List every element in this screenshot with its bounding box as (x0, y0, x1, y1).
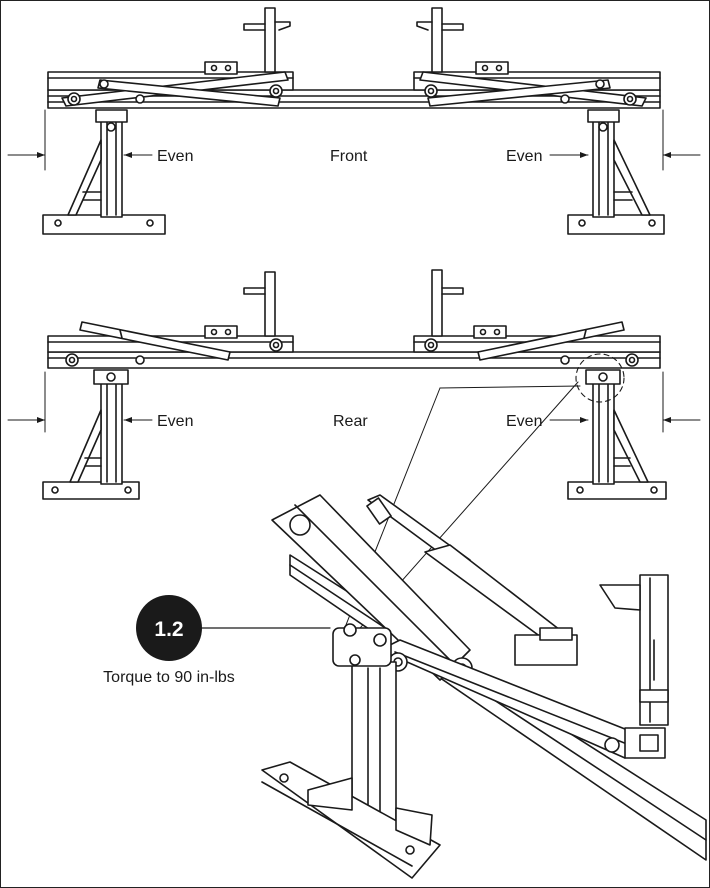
front-left-even-label: Even (157, 148, 193, 165)
front-view (7, 7, 701, 235)
rear-right-stand (567, 369, 667, 500)
rear-left-even-label: Even (157, 413, 193, 430)
front-view-label: Front (330, 148, 368, 165)
front-right-even-label: Even (506, 148, 542, 165)
torque-instruction: Torque to 90 in-lbs (103, 669, 235, 686)
front-left-stand (42, 109, 166, 235)
rear-left-stand (42, 369, 140, 500)
rear-view (7, 269, 701, 500)
rear-view-label: Rear (333, 413, 368, 430)
front-right-stand (567, 109, 665, 235)
detail-view (201, 381, 707, 879)
step-badge (136, 595, 202, 661)
step-number: 1.2 (154, 618, 183, 641)
rear-right-even-label: Even (506, 413, 542, 430)
